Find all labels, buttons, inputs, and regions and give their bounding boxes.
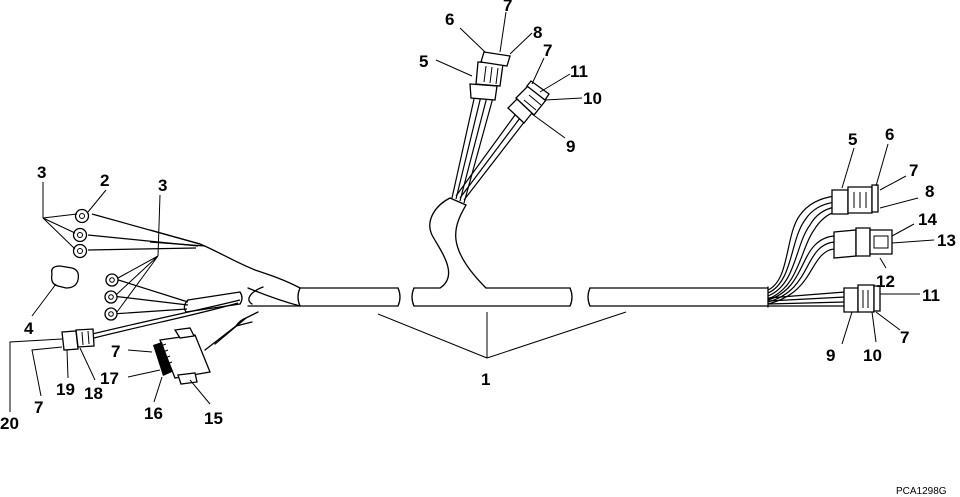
leader-lines [9,11,935,412]
figure-code: PCA1298G [896,486,947,497]
ring-terminal-group-lower [104,273,119,321]
right-connector-upper [831,184,879,215]
callout-labels: 1 2 3 3 4 20 7 19 18 7 17 16 15 5 6 7 8 … [0,0,956,433]
callout-9-top: 9 [566,137,575,156]
large-connector-left [153,327,211,385]
callout-16: 16 [144,404,163,423]
callout-11-top: 11 [570,62,588,81]
callout-10-right: 10 [863,346,882,365]
callout-17: 17 [100,369,119,388]
callout-6-top: 6 [445,10,454,29]
main-harness-trunk [297,286,769,308]
callout-12: 12 [876,272,895,291]
callout-5-top: 5 [419,52,428,71]
callout-10-top: 10 [583,89,602,108]
right-harness-branch [767,195,846,307]
callout-2: 2 [100,171,109,190]
callout-1: 1 [481,370,490,389]
callout-8-right: 8 [925,182,934,201]
left-harness-branch [87,213,301,351]
callout-7-top-a: 7 [503,0,512,15]
callout-7-left-a: 7 [34,398,43,417]
callout-7-right-a: 7 [909,161,918,180]
small-connector-left [61,328,95,351]
callout-11-right: 11 [922,286,940,305]
callout-20: 20 [0,414,19,433]
right-connector-lower [843,284,881,313]
callout-8-top: 8 [533,23,542,42]
callout-15: 15 [204,409,223,428]
callout-7-top-b: 7 [543,41,552,60]
callout-13: 13 [937,231,956,250]
callout-3-middle: 3 [158,176,167,195]
callout-18: 18 [84,384,103,403]
callout-4: 4 [24,319,34,338]
callout-7-right-b: 7 [900,328,909,347]
cap-part [50,265,80,289]
callout-5-right: 5 [848,130,857,149]
callout-3-left: 3 [37,163,46,182]
callout-7-left-b: 7 [111,342,120,361]
callout-6-right: 6 [885,125,894,144]
right-connector-middle [833,227,893,259]
ring-terminal-group-upper [72,208,90,259]
upper-connector-a [469,51,511,101]
callout-19: 19 [56,380,75,399]
callout-14: 14 [918,210,937,229]
upper-connector-b [507,80,550,124]
callout-9-right: 9 [826,346,835,365]
upper-branch-cable [429,89,526,289]
